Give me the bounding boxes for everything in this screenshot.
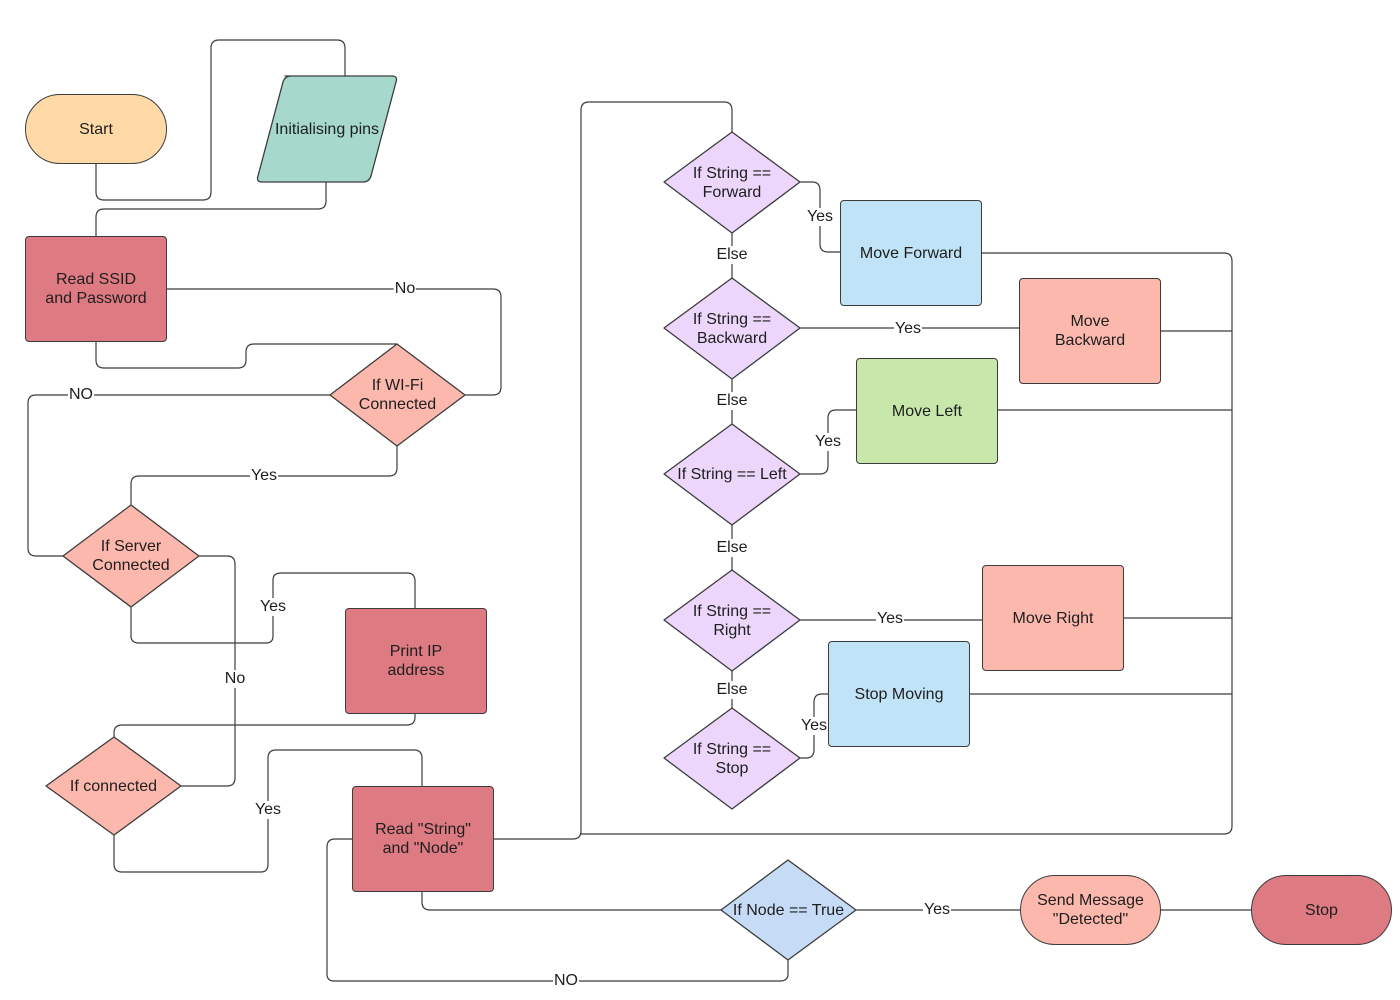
server-decision-diamond: [62, 504, 200, 608]
edge-label-wifi-NO: NO: [68, 386, 94, 404]
stop-terminal[interactable]: Stop: [1251, 875, 1392, 945]
edge-label-right-yes: Yes: [875, 610, 905, 628]
init-pins-label: Initialising pins: [274, 120, 380, 138]
edge-node-no-loop: [326, 838, 789, 982]
node-decision-label[interactable]: If Node == True: [732, 901, 845, 919]
edge-label-forward-yes: Yes: [805, 208, 835, 226]
edge-move-forward-return: [581, 252, 1233, 835]
edge-label-left-yes: Yes: [813, 433, 843, 451]
edge-label-backward-yes: Yes: [893, 320, 923, 338]
edge-label-wifi-no: No: [393, 280, 417, 298]
wifi-decision-label[interactable]: If WI-Fi Connected: [358, 377, 437, 413]
stop-decision-diamond: [663, 707, 801, 810]
edge-read-string-to-decisions: [493, 101, 733, 840]
wifi-decision-diamond: [329, 343, 466, 447]
backward-decision-label[interactable]: If String == Backward: [692, 310, 772, 347]
move-left-action[interactable]: Move Left: [856, 358, 998, 464]
left-decision-label[interactable]: If String == Left: [677, 466, 787, 483]
stop-decision-label[interactable]: If String == Stop: [692, 740, 772, 777]
left-decision-diamond: [663, 423, 801, 526]
right-decision-diamond: [663, 569, 801, 672]
server-decision-label[interactable]: If Server Connected: [92, 538, 170, 574]
edge-label-else-3: Else: [715, 539, 749, 557]
edge-read-ssid-to-wifi: [95, 342, 397, 369]
init-pins-parallelogram: [256, 75, 398, 183]
edge-label-server-no: No: [223, 670, 247, 688]
backward-decision-diamond: [663, 277, 801, 380]
edge-wifi-no-loop: [166, 288, 502, 396]
connected-decision-label[interactable]: If connected: [69, 777, 158, 795]
edge-start-to-init: [95, 39, 346, 201]
read-ssid-process[interactable]: Read SSID and Password: [25, 236, 167, 342]
edge-label-connected-yes: Yes: [253, 801, 283, 819]
edge-init-to-read-ssid: [95, 182, 327, 236]
move-backward-action[interactable]: Move Backward: [1019, 278, 1161, 384]
start-terminal[interactable]: Start: [25, 94, 167, 164]
right-decision-label[interactable]: If String == Right: [692, 602, 772, 639]
edge-label-else-1: Else: [715, 246, 749, 264]
edge-label-wifi-yes: Yes: [249, 467, 279, 485]
node-decision-diamond: [720, 859, 857, 961]
edge-label-stop-yes: Yes: [799, 717, 829, 735]
edge-label-server-yes: Yes: [258, 598, 288, 616]
edge-label-else-4: Else: [715, 681, 749, 699]
edge-wifi-NO-to-server: [27, 394, 330, 557]
edge-label-else-2: Else: [715, 392, 749, 410]
send-message-terminal[interactable]: Send Message "Detected": [1020, 875, 1161, 945]
connected-decision-diamond: [45, 736, 182, 836]
move-right-action[interactable]: Move Right: [982, 565, 1124, 671]
edge-print-to-connected: [113, 714, 416, 737]
stop-moving-action[interactable]: Stop Moving: [828, 641, 970, 747]
edge-read-string-to-node: [421, 892, 721, 911]
forward-decision-diamond: [663, 131, 801, 234]
forward-decision-label[interactable]: If String == Forward: [692, 164, 772, 201]
edge-label-node-no: NO: [553, 972, 579, 990]
print-ip-process[interactable]: Print IP address: [345, 608, 487, 714]
edge-label-node-yes: Yes: [922, 901, 952, 919]
read-string-process[interactable]: Read "String" and "Node": [352, 786, 494, 892]
move-forward-action[interactable]: Move Forward: [840, 200, 982, 306]
